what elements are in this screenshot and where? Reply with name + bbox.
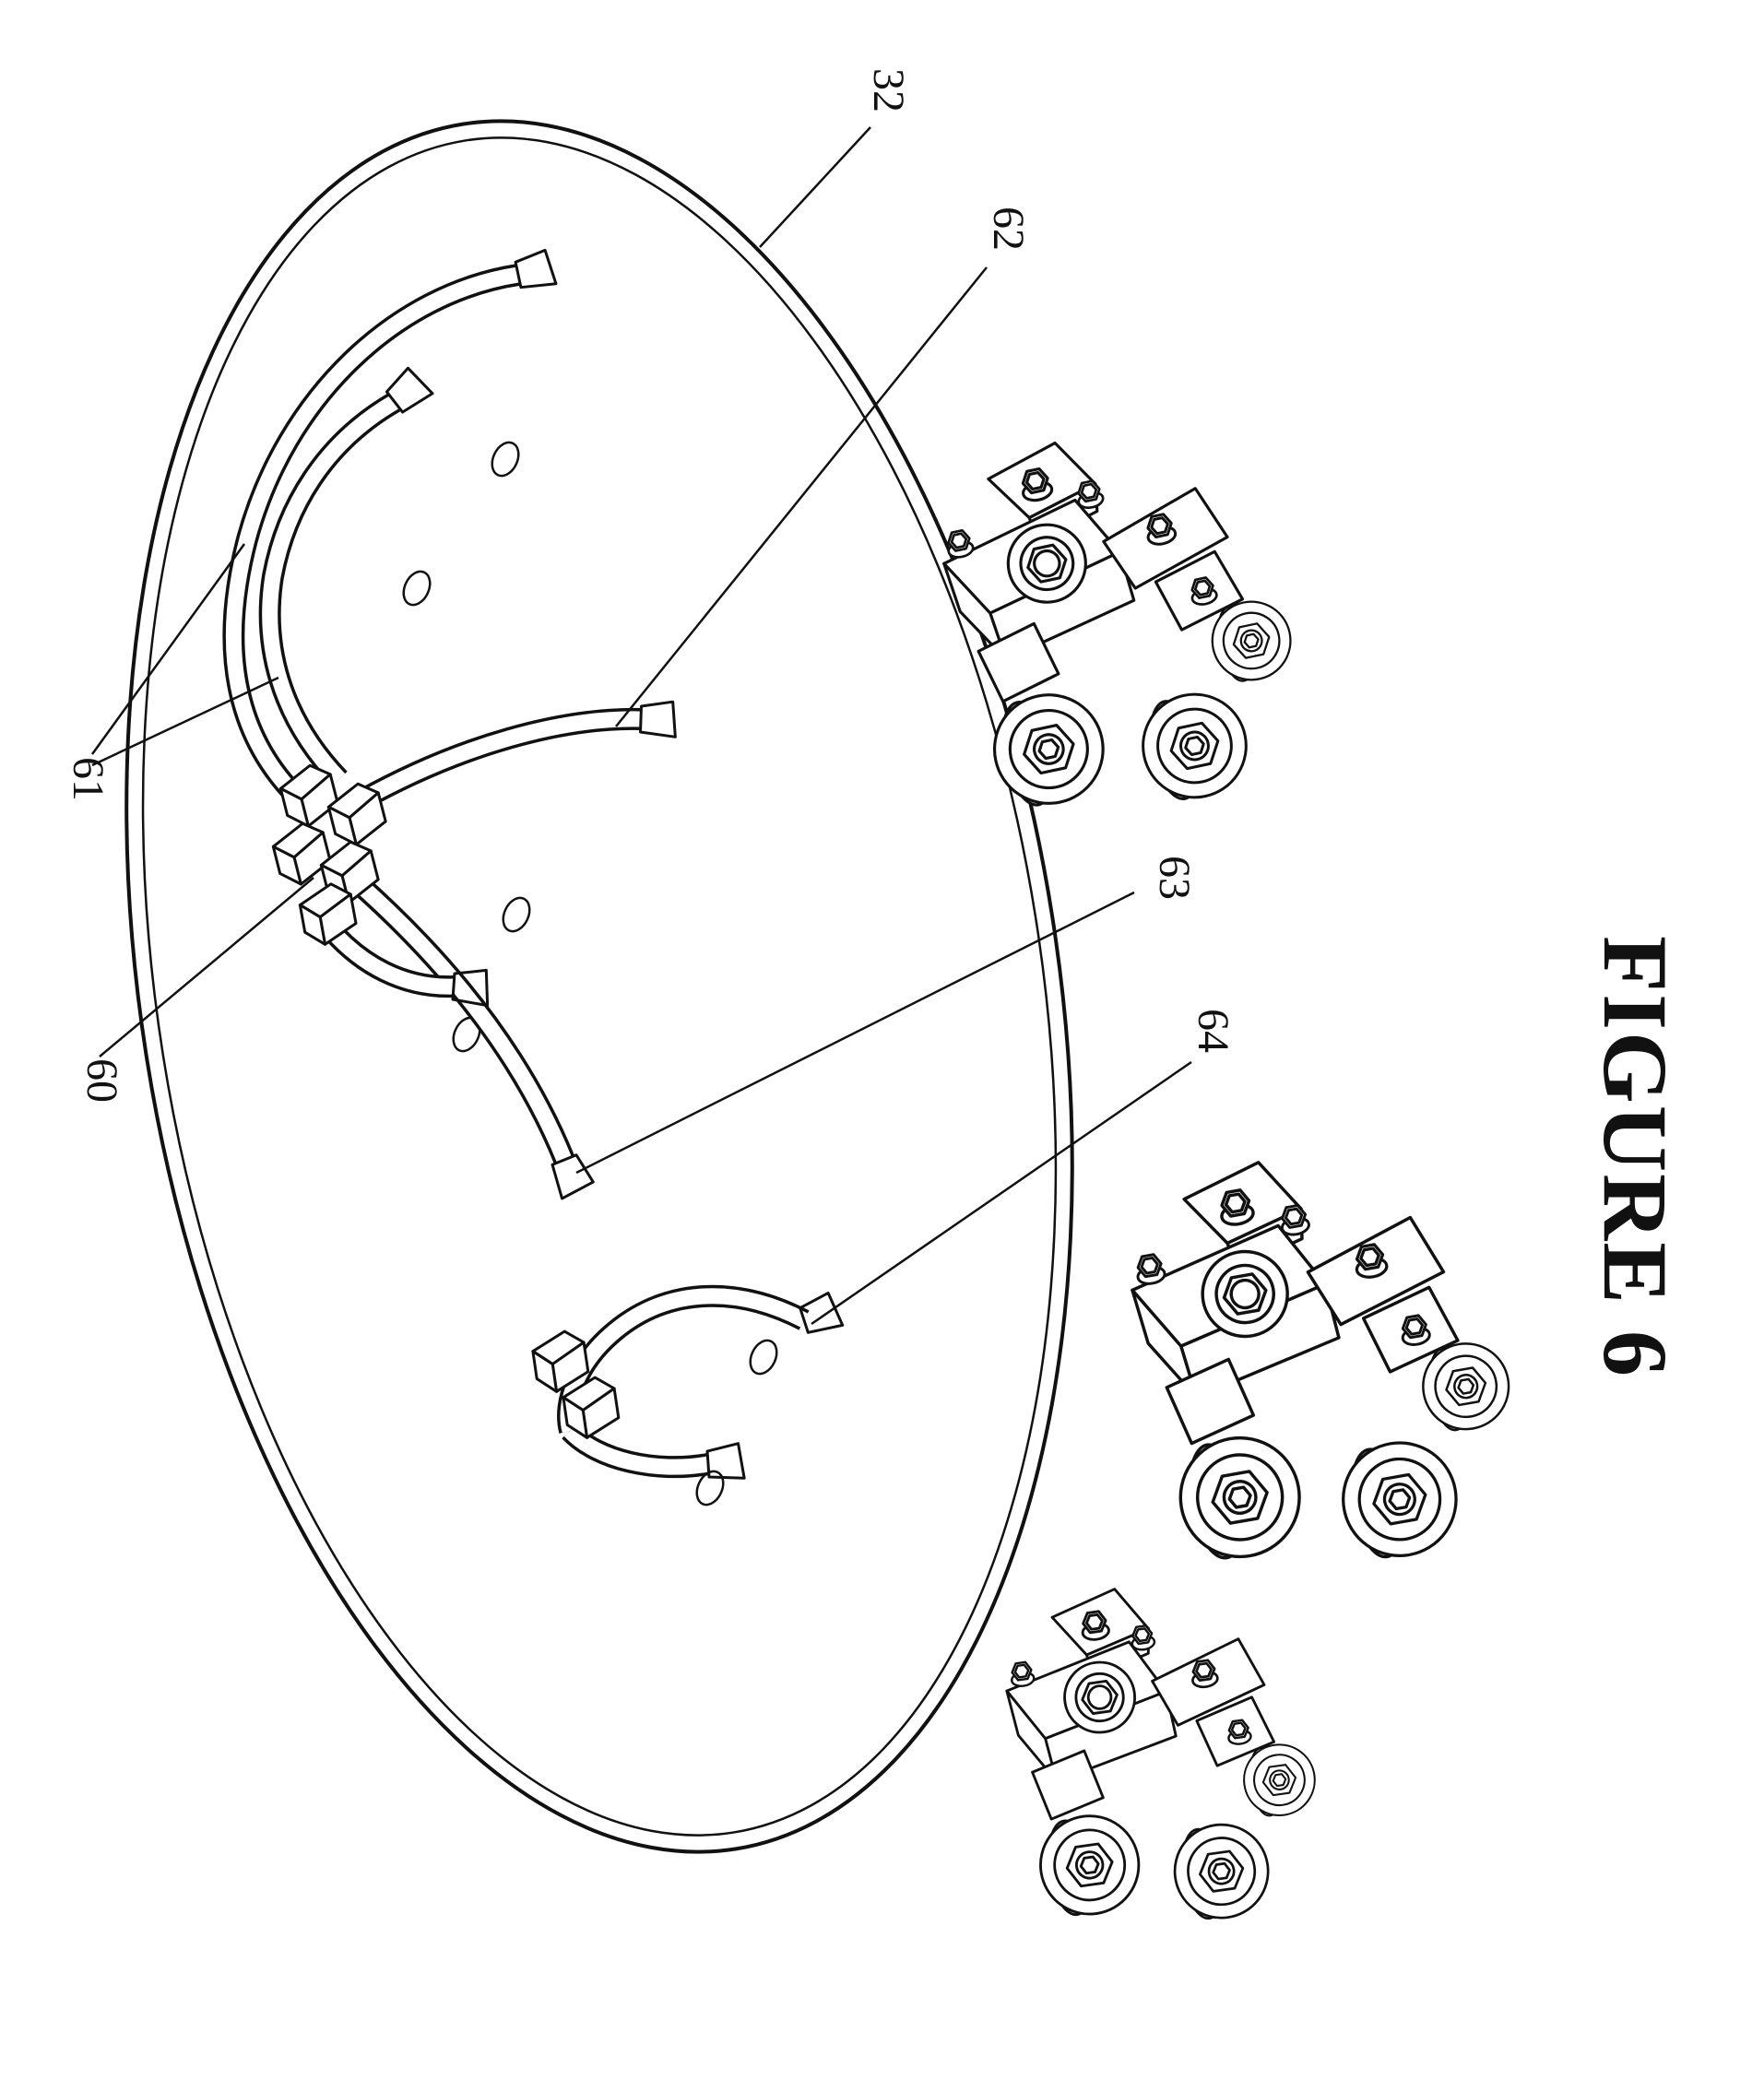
strap-61-inner	[258, 392, 401, 787]
leader-lines	[90, 126, 1192, 1326]
lower-strap-assembly	[527, 1284, 845, 1480]
strap-61-outer	[222, 264, 520, 812]
ref-label-61: 61	[64, 757, 112, 801]
leader-line-64	[811, 1060, 1192, 1326]
roller-trolley-lower	[1114, 1127, 1534, 1595]
figure-caption: FIGURE 6	[1584, 936, 1687, 1378]
ref-label-32: 32	[864, 68, 913, 112]
strap-62	[356, 707, 642, 810]
strap-64-flares	[705, 1291, 845, 1480]
reference-numerals: 32 62 61 60 63 64	[64, 68, 1237, 1103]
roller-trolley-bottom	[995, 1565, 1332, 1943]
ref-label-62: 62	[984, 207, 1033, 251]
leader-line-61a	[90, 543, 246, 755]
ref-label-60: 60	[77, 1058, 126, 1103]
leader-line-61b	[91, 676, 279, 767]
upper-strap-assembly	[222, 248, 677, 1200]
leader-line-63	[575, 891, 1135, 1175]
leader-line-32	[759, 126, 871, 248]
ref-label-64: 64	[1189, 1009, 1237, 1053]
disc-plate	[124, 119, 1074, 1854]
ref-label-63: 63	[1150, 856, 1199, 900]
strap-end-flares	[385, 248, 677, 1200]
leader-line-62	[615, 266, 988, 727]
leader-line-60	[99, 877, 314, 1057]
strap-64-lower	[562, 1423, 711, 1479]
